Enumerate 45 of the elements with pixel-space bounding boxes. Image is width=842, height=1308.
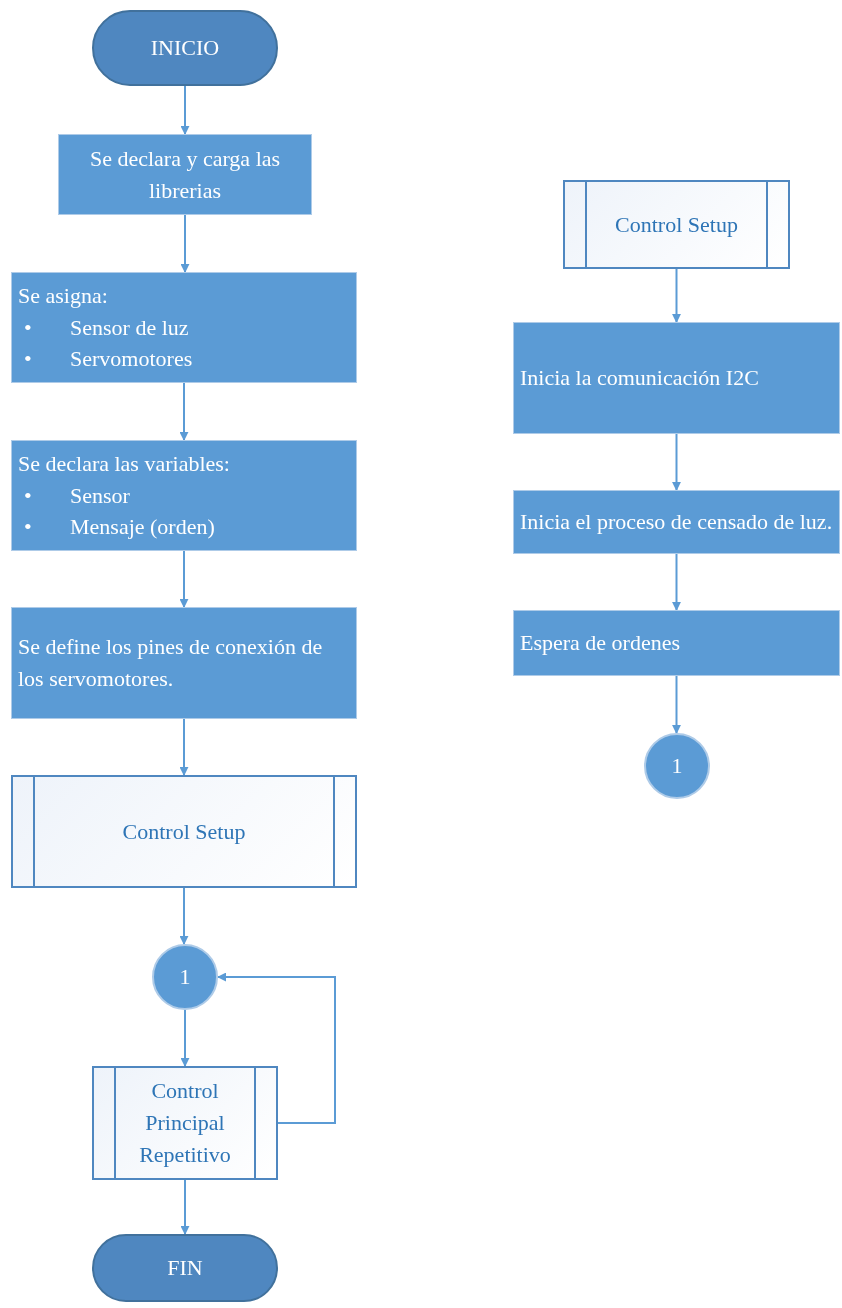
node-text: Inicia la comunicación I2C <box>520 364 760 393</box>
subprocess-box <box>92 1066 278 1180</box>
node-text: Se declara y carga las librerias <box>88 144 282 205</box>
process-box <box>58 134 312 215</box>
arrow <box>179 382 189 441</box>
node-text: Se define los pines de conexión de los servomotores. <box>18 633 324 693</box>
bullet-item: Mensaje (orden) <box>70 513 215 542</box>
node-text: 1 <box>671 752 683 781</box>
node-text: FIN <box>167 1254 203 1283</box>
arrow <box>179 550 189 608</box>
arrow <box>672 553 681 611</box>
bullet-item: Servomotores <box>70 345 193 374</box>
bullet-mark: • <box>24 513 33 542</box>
arrow <box>180 85 190 135</box>
bullet-mark: • <box>24 345 33 374</box>
arrow <box>180 214 190 273</box>
node-text: 1 <box>179 963 191 992</box>
arrow <box>180 1179 190 1235</box>
subprocess-box <box>11 775 357 888</box>
arrow <box>672 268 681 323</box>
subprocess-box <box>563 180 790 269</box>
arrow <box>180 1009 190 1067</box>
process-box <box>513 490 840 554</box>
node-text: Se asigna: <box>18 281 109 310</box>
node-text: Control Principal Repetitivo <box>138 1077 232 1169</box>
bullet-mark: • <box>24 481 33 510</box>
bullet-item: Sensor de luz <box>70 313 190 342</box>
node-text: Espera de ordenes <box>520 629 682 658</box>
arrow <box>672 433 681 491</box>
process-box <box>513 322 840 434</box>
node-text: INICIO <box>150 34 220 63</box>
process-box <box>513 610 840 676</box>
node-text: Se declara las variables: <box>18 449 231 478</box>
arrow <box>672 675 681 734</box>
process-box <box>11 272 357 383</box>
node-text: Inicia el proceso de censado de luz. <box>520 508 833 537</box>
process-box <box>11 440 357 551</box>
arrow <box>179 887 189 945</box>
node-text: Control Setup <box>122 817 246 846</box>
arrow <box>179 718 189 776</box>
node-text: Control Setup <box>615 210 738 239</box>
bullet-mark: • <box>24 313 33 342</box>
arrow <box>217 972 336 1124</box>
process-box <box>11 607 357 719</box>
bullet-item: Sensor <box>70 481 131 510</box>
